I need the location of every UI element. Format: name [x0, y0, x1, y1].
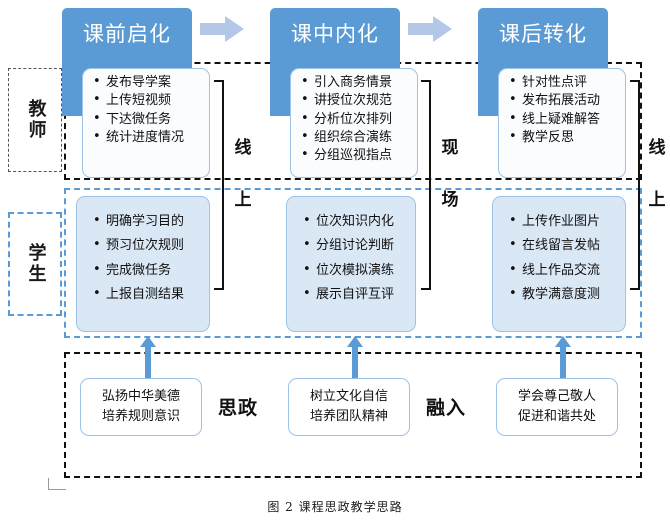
list-item: 组织综合演练 — [301, 130, 411, 144]
student-card-1-list: 位次知识内化 分组讨论判断 位次模拟演练 展示自评互评 — [303, 214, 409, 301]
role-label-student: 学生 — [8, 212, 62, 316]
bracket-online-pre — [214, 80, 224, 290]
figure-caption: 图 2 课程思政教学思路 — [267, 500, 403, 514]
list-item: 统计进度情况 — [93, 130, 203, 144]
sizheng-connector-arrow-2 — [555, 336, 571, 378]
list-item: 线上作品交流 — [509, 262, 619, 276]
list-item: 针对性点评 — [509, 75, 619, 89]
list-item: 完成微任务 — [93, 262, 203, 276]
sizheng-card-2-line1: 学会尊己敬人 — [517, 388, 596, 404]
list-item: 展示自评互评 — [303, 287, 409, 301]
list-item: 分组巡视指点 — [301, 148, 411, 162]
bracket-char: 现 — [441, 138, 459, 158]
sizheng-card-0-line1: 弘扬中华美德 — [101, 388, 180, 404]
teacher-card-2: 针对性点评 发布拓展活动 线上疑难解答 教学反思 — [498, 68, 626, 178]
list-item: 上报自测结果 — [93, 287, 203, 301]
list-item: 预习位次规则 — [93, 238, 203, 252]
list-item: 下达微任务 — [93, 111, 203, 125]
teacher-card-1-list: 引入商务情景 讲授位次规范 分析位次排列 组织综合演练 分组巡视指点 — [301, 75, 411, 162]
sizheng-card-1-line1: 树立文化自信 — [309, 388, 388, 404]
sizheng-word-0: 思政 — [218, 397, 259, 419]
sizheng-word-1: 融入 — [426, 397, 467, 419]
bracket-label-online-post-bottom: 上 — [646, 192, 668, 209]
list-item: 位次知识内化 — [303, 214, 409, 228]
list-item: 位次模拟演练 — [303, 262, 409, 276]
sizheng-card-0-line2: 培养规则意识 — [101, 409, 180, 424]
sizheng-connector-arrow-1 — [347, 336, 363, 378]
sizheng-card-2: 学会尊己敬人 促进和谐共处 — [496, 378, 618, 436]
bracket-char: 线 — [234, 138, 252, 158]
sizheng-card-0: 弘扬中华美德 培养规则意识 — [80, 378, 202, 436]
sizheng-card-1-line2: 培养团队精神 — [309, 409, 388, 424]
teacher-card-2-list: 针对性点评 发布拓展活动 线上疑难解答 教学反思 — [509, 75, 619, 144]
phase-flow-arrow-1 — [200, 16, 244, 42]
sizheng-connector-arrow-0 — [140, 336, 156, 378]
student-card-2-list: 上传作业图片 在线留言发帖 线上作品交流 教学满意度测 — [509, 214, 619, 301]
sizheng-card-2-line2: 促进和谐共处 — [517, 409, 596, 424]
list-item: 在线留言发帖 — [509, 238, 619, 252]
list-item: 明确学习目的 — [93, 214, 203, 228]
teacher-card-0: 发布导学案 上传短视频 下达微任务 统计进度情况 — [82, 68, 210, 178]
phase-header-label: 课前启化 — [83, 22, 171, 46]
teacher-card-1: 引入商务情景 讲授位次规范 分析位次排列 组织综合演练 分组巡视指点 — [290, 68, 418, 178]
list-item: 上传短视频 — [93, 93, 203, 107]
bracket-label-online-pre-bottom: 上 — [232, 192, 254, 209]
list-item: 分组讨论判断 — [303, 238, 409, 252]
role-label-teacher: 教师 — [8, 68, 62, 172]
bracket-label-onsite-top: 现 — [439, 140, 461, 157]
student-card-2: 上传作业图片 在线留言发帖 线上作品交流 教学满意度测 — [492, 196, 626, 332]
phase-header-label: 课中内化 — [291, 22, 379, 46]
sizheng-card-1: 树立文化自信 培养团队精神 — [288, 378, 410, 436]
teacher-card-0-list: 发布导学案 上传短视频 下达微任务 统计进度情况 — [93, 75, 203, 144]
bracket-char: 上 — [234, 190, 252, 210]
list-item: 教学满意度测 — [509, 287, 619, 301]
bracket-char: 场 — [441, 190, 459, 210]
student-card-0-list: 明确学习目的 预习位次规则 完成微任务 上报自测结果 — [93, 214, 203, 301]
phase-flow-arrow-2 — [408, 16, 452, 42]
corner-tick-mark — [48, 478, 66, 490]
list-item: 引入商务情景 — [301, 75, 411, 89]
bracket-onsite — [421, 80, 431, 290]
bracket-label-onsite-bottom: 场 — [439, 192, 461, 209]
bracket-label-online-pre-top: 线 — [232, 140, 254, 157]
phase-header-label: 课后转化 — [499, 22, 587, 46]
list-item: 教学反思 — [509, 130, 619, 144]
list-item: 讲授位次规范 — [301, 93, 411, 107]
role-label-student-text: 学生 — [25, 243, 47, 285]
list-item: 线上疑难解答 — [509, 111, 619, 125]
student-card-0: 明确学习目的 预习位次规则 完成微任务 上报自测结果 — [76, 196, 210, 332]
student-card-1: 位次知识内化 分组讨论判断 位次模拟演练 展示自评互评 — [286, 196, 416, 332]
bracket-char: 上 — [648, 190, 666, 210]
list-item: 发布导学案 — [93, 75, 203, 89]
student-region-frame — [64, 188, 642, 338]
role-label-teacher-text: 教师 — [25, 99, 47, 141]
list-item: 上传作业图片 — [509, 214, 619, 228]
bracket-char: 线 — [648, 138, 666, 158]
bracket-label-online-post-top: 线 — [646, 140, 668, 157]
bracket-online-post — [630, 80, 640, 290]
list-item: 分析位次排列 — [301, 111, 411, 125]
list-item: 发布拓展活动 — [509, 93, 619, 107]
